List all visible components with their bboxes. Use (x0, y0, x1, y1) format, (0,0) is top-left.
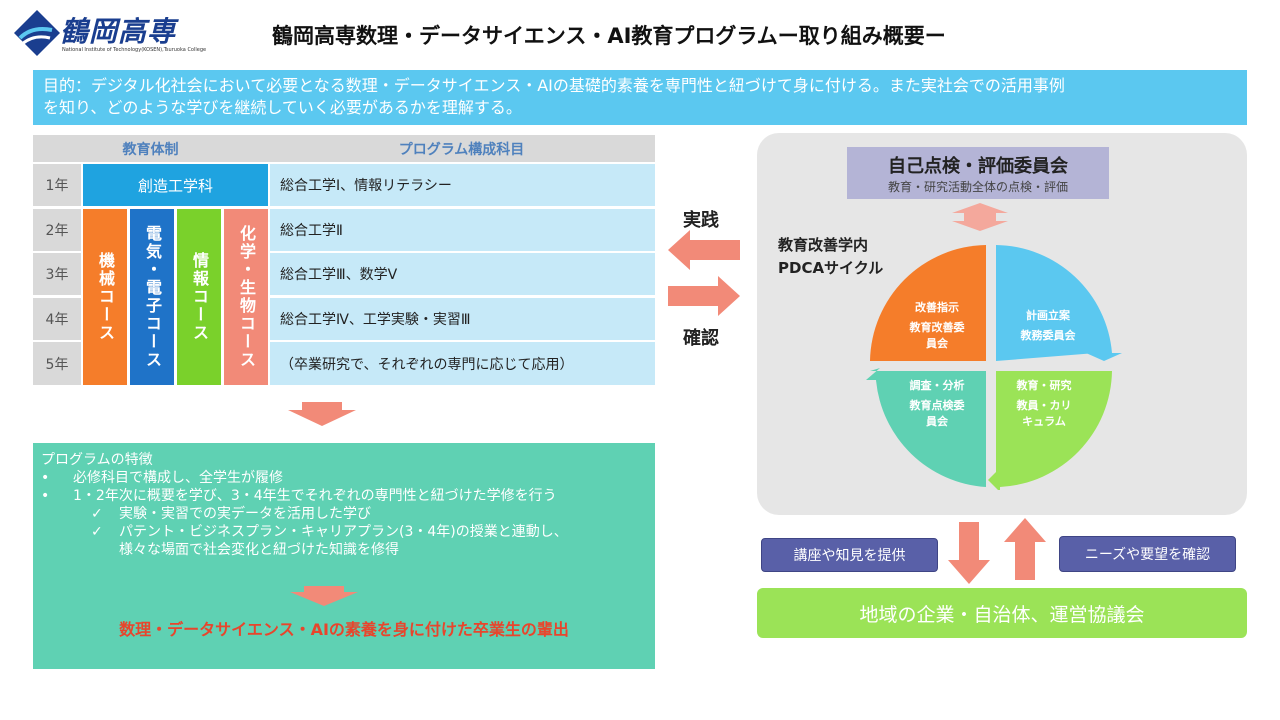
feature-bullet: 1・2年次に概要を学び、3・4年生でそれぞれの専門性と紐づけた学修を行う (73, 488, 557, 504)
pdca-act-quadrant (870, 245, 986, 361)
outcome-text: 数理・データサイエンス・AIの素養を身に付けた卒業生の輩出 (119, 620, 569, 639)
feature-check: 実験・実習での実データを活用した学び (119, 506, 371, 522)
pdca-check-quadrant (866, 368, 986, 487)
do-line-2: 教員・カリ (1016, 399, 1072, 412)
act-line-1: 改善指示 (915, 301, 959, 314)
page-title: 鶴岡高専数理・データサイエンス・AI教育プログラムー取り組み概要ー (272, 24, 946, 48)
year-label: 4年 (33, 298, 81, 340)
pdca-do-text: 教育・研究 教員・カリ キュラム (996, 378, 1092, 430)
purpose-banner: 目的：デジタル化社会において必要となる数理・データサイエンス・AIの基礎的素養を… (33, 70, 1247, 125)
bullet-icon: • (41, 470, 50, 486)
logo-text: 鶴岡高専 (60, 15, 177, 48)
table-header-system: 教育体制 (33, 135, 268, 162)
feature-bullet: 必修科目で構成し、全学生が履修 (73, 470, 283, 486)
pdca-do-quadrant (988, 371, 1112, 490)
logo-subtitle: National Institute of Technology(KOSEN),… (62, 47, 207, 53)
year-label: 1年 (33, 164, 81, 206)
confirm-needs-box: ニーズや要望を確認 (1059, 536, 1236, 572)
year-label: 2年 (33, 209, 81, 251)
do-line-3: キュラム (1022, 415, 1066, 428)
committee-title: 自己点検・評価委員会 (888, 155, 1068, 177)
right-arrow-icon (668, 276, 740, 316)
pdca-plan-quadrant (996, 245, 1122, 361)
regional-council-box: 地域の企業・自治体、運営協議会 (757, 588, 1247, 638)
check-line-2: 教育点検委 (909, 399, 965, 412)
practice-label: 実践 (683, 210, 719, 231)
subject-cell: 総合工学Ⅲ、数学Ⅴ (270, 253, 655, 295)
pdca-plan-text: 計画立案 教務委員会 (1000, 308, 1096, 344)
left-arrow-icon (668, 230, 740, 270)
year-label: 3年 (33, 253, 81, 295)
course-mechanical: 機械コース (83, 209, 127, 385)
year-label: 5年 (33, 342, 81, 385)
table-header-subjects: プログラム構成科目 (268, 135, 655, 162)
pdca-label-line2: PDCAサイクル (778, 259, 884, 277)
down-arrow-icon (288, 402, 356, 426)
common-department: 創造工学科 (83, 164, 268, 206)
provide-knowledge-box: 講座や知見を提供 (761, 538, 938, 572)
course-chemistry: 化学・生物コース (224, 209, 268, 385)
check-line-3: 員会 (926, 415, 948, 428)
features-heading: プログラムの特徴 (41, 452, 153, 468)
down-arrow-icon (290, 586, 358, 606)
logo-mark-icon (14, 10, 60, 56)
subject-cell: （卒業研究で、それぞれの専門に応じて応用） (270, 342, 655, 385)
plan-line-1: 計画立案 (1026, 309, 1070, 322)
pdca-check-text: 調査・分析 教育点検委 員会 (880, 378, 994, 430)
check-icon: ✓ (91, 524, 103, 540)
features-box: プログラムの特徴 • 必修科目で構成し、全学生が履修 • 1・2年次に概要を学び… (33, 443, 655, 669)
feature-check-continued: 様々な場面で社会変化と紐づけた知識を修得 (119, 542, 399, 558)
committee-subtitle: 教育・研究活動全体の点検・評価 (887, 179, 1068, 194)
bullet-icon: • (41, 488, 50, 504)
check-icon: ✓ (91, 506, 103, 522)
act-line-3: 員会 (926, 337, 948, 350)
pdca-cycle-diagram (866, 245, 1122, 490)
purpose-line-1: 目的：デジタル化社会において必要となる数理・データサイエンス・AIの基礎的素養を… (43, 76, 1065, 95)
subject-cell: 総合工学Ⅳ、工学実験・実習Ⅲ (270, 298, 655, 340)
course-information: 情報コース (177, 209, 221, 385)
plan-line-2: 教務委員会 (1020, 329, 1076, 342)
subject-cell: 総合工学Ⅰ、情報リテラシー (270, 164, 655, 206)
course-electrical: 電気・電子コース (130, 209, 174, 385)
purpose-line-2: を知り、どのような学びを継続していく必要があるかを理解する。 (43, 98, 522, 117)
feature-check: パテント・ビジネスプラン・キャリアプラン(3・4年)の授業と連動し、 (119, 524, 568, 540)
check-line-1: 調査・分析 (909, 379, 965, 392)
up-arrow-icon (1004, 518, 1046, 580)
pdca-label-line1: 教育改善学内 (778, 236, 869, 254)
evaluation-committee: 自己点検・評価委員会 教育・研究活動全体の点検・評価 (847, 147, 1109, 199)
act-line-2: 教育改善委 (909, 321, 965, 334)
up-down-arrow-icon (952, 203, 1008, 231)
pdca-act-text: 改善指示 教育改善委 員会 (880, 300, 994, 352)
confirm-label: 確認 (683, 328, 719, 349)
do-line-1: 教育・研究 (1016, 379, 1072, 392)
subject-cell: 総合工学Ⅱ (270, 209, 655, 251)
down-arrow-icon (948, 522, 990, 584)
